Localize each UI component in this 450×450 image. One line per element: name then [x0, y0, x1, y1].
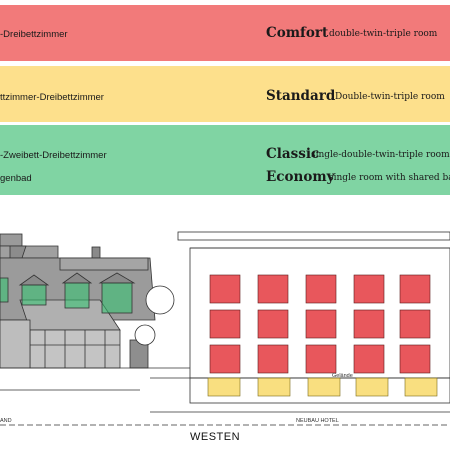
old-building [0, 233, 175, 369]
standard-band [0, 66, 450, 122]
comfort-band [0, 5, 450, 61]
comfort-title: Comfort [266, 25, 329, 41]
classic-title: Classic [266, 146, 320, 162]
ground-label: Gelände [332, 373, 353, 379]
direction-label: WESTEN [190, 431, 241, 443]
standard-description: Double-twin-triple room [335, 92, 445, 102]
standard-title: Standard [266, 88, 336, 104]
classic-description: single-double-twin-triple room [311, 150, 450, 160]
hotel-windows-red [209, 274, 431, 374]
comfort-description: double-twin-triple room [329, 29, 438, 39]
classic-german-label: -Zweibett-Dreibettzimmer [0, 150, 107, 161]
economy-german-label: genbad [0, 173, 32, 184]
right-building-label: NEUBAU HOTEL [296, 418, 339, 424]
economy-title: Economy [266, 169, 335, 185]
left-building-label: AND [0, 418, 12, 424]
comfort-german-label: -Dreibettzimmer [0, 29, 68, 40]
hotel-windows-yellow [207, 377, 438, 397]
standard-german-label: ttzimmer-Dreibettzimmer [0, 92, 104, 103]
economy-description: single room with shared bath [329, 173, 450, 183]
classic-economy-band [0, 125, 450, 195]
